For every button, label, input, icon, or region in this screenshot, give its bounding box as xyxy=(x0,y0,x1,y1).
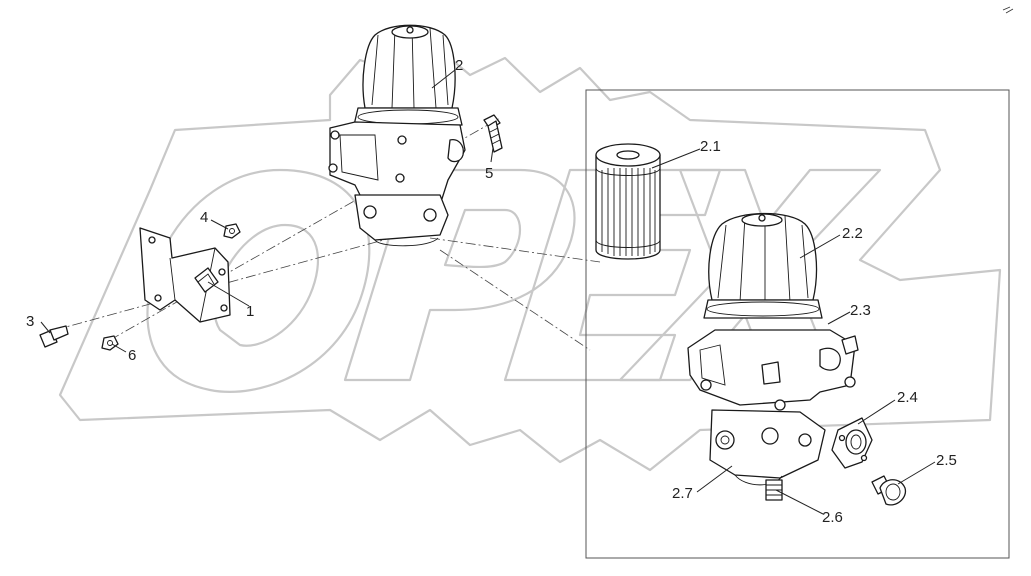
callout-2-3: 2.3 xyxy=(850,302,871,319)
callout-labels: 1 2 3 4 5 6 2.1 2.2 2.3 2.4 2.5 2.6 2.7 xyxy=(26,57,957,526)
callout-3: 3 xyxy=(26,313,34,330)
filter-assembly-2 xyxy=(328,24,466,247)
heater-2-6 xyxy=(765,479,783,501)
leader-lines xyxy=(40,69,936,515)
callout-1: 1 xyxy=(246,303,254,320)
callout-2-1: 2.1 xyxy=(700,138,721,155)
bracket-1 xyxy=(139,227,231,323)
nut-6 xyxy=(101,335,119,351)
corner-mark xyxy=(1002,6,1014,14)
nut-4 xyxy=(223,223,241,239)
flange-fitting-2-4 xyxy=(831,417,873,469)
assembly-axes xyxy=(54,117,601,351)
dryer-assembly-2-2 xyxy=(687,212,859,486)
callout-2-5: 2.5 xyxy=(936,452,957,469)
callout-2-6: 2.6 xyxy=(822,509,843,526)
watermark-gear-outline xyxy=(58,48,1002,472)
fitting-2-5 xyxy=(871,475,907,506)
callout-4: 4 xyxy=(200,209,208,226)
subassembly-frame xyxy=(585,89,1010,559)
callout-2-7: 2.7 xyxy=(672,485,693,502)
callout-2-4: 2.4 xyxy=(897,389,918,406)
watermark-letter-p xyxy=(343,168,576,382)
callout-5: 5 xyxy=(485,165,493,182)
bolt-3 xyxy=(39,325,69,348)
callout-2: 2 xyxy=(455,57,463,74)
filter-cartridge-2-1 xyxy=(595,143,661,260)
bolt-5 xyxy=(483,114,503,153)
callout-2-2: 2.2 xyxy=(842,225,863,242)
callout-6: 6 xyxy=(128,347,136,364)
